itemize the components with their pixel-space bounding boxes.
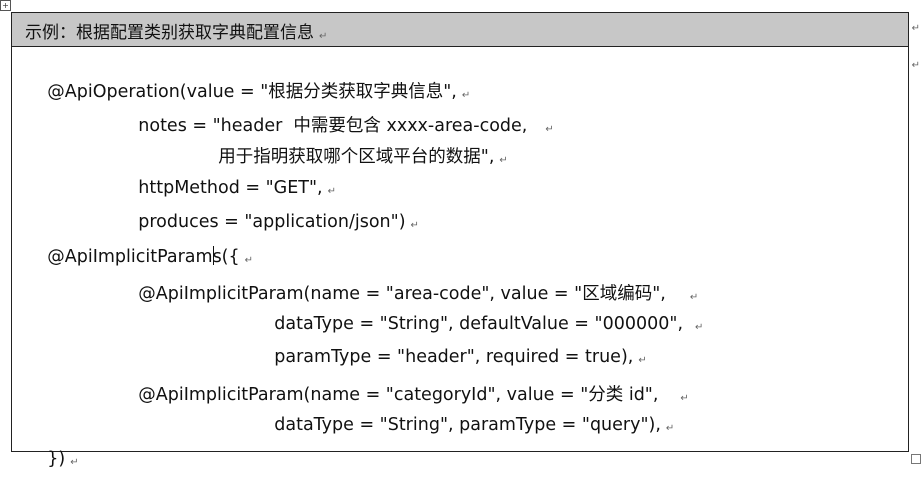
code-text: @ApiImplicitParam <box>47 247 213 267</box>
paragraph-mark-icon: ↵ <box>499 155 508 166</box>
paragraph-mark-icon: ↵ <box>70 457 79 468</box>
paragraph-mark-icon: ↵ <box>244 255 254 266</box>
code-text: @ApiOperation(value = "根据分类获取字典信息", <box>47 82 457 102</box>
code-line-8: dataType = "String", defaultValue = "000… <box>252 294 703 354</box>
paragraph-mark-icon: ↵ <box>461 90 471 101</box>
code-example-table: 示例：根据配置类别获取字典配置信息 ↵ @ApiOperation(value =… <box>11 12 909 469</box>
code-text: produces = "application/json") <box>138 212 406 232</box>
code-line-7: @ApiImplicitParam(name = "area-code", va… <box>116 260 698 325</box>
code-line-5: produces = "application/json") ↵ <box>116 192 419 252</box>
code-text: dataType = "String", defaultValue = "000… <box>274 314 684 334</box>
code-line-3: 用于指明获取哪个区域平台的数据", ↵ <box>196 123 508 188</box>
paragraph-mark-icon: ↵ <box>327 186 336 197</box>
table-resize-handle[interactable] <box>911 454 921 464</box>
code-text: s({ <box>212 247 240 267</box>
code-line-10: @ApiImplicitParam(name = "categoryId", v… <box>116 361 689 426</box>
code-line-12: }) ↵ <box>25 429 79 489</box>
code-line-2: notes = "header 中需要包含 xxxx-area-code, ↵ <box>116 92 554 157</box>
text-cursor <box>212 246 214 265</box>
end-of-row-mark-icon: ↵ <box>911 60 920 71</box>
table-title: 示例：根据配置类别获取字典配置信息 ↵ <box>25 18 327 43</box>
code-text: notes = "header 中需要包含 xxxx-area-code, <box>138 116 528 136</box>
code-text: @ApiImplicitParam(name = "categoryId", v… <box>138 385 659 405</box>
paragraph-mark-icon: ↵ <box>545 124 554 135</box>
code-text: httpMethod = "GET", <box>138 178 323 198</box>
code-text: }) <box>47 449 66 469</box>
table-header: 示例：根据配置类别获取字典配置信息 ↵ <box>12 13 908 47</box>
code-line-9: paramType = "header", required = true), ↵ <box>252 327 647 387</box>
code-text: 用于指明获取哪个区域平台的数据", <box>218 147 495 167</box>
code-line-4: httpMethod = "GET", ↵ <box>116 158 336 218</box>
code-line-11: dataType = "String", paramType = "query"… <box>252 395 674 455</box>
paragraph-mark-icon: ↵ <box>410 220 419 231</box>
code-text: dataType = "String", paramType = "query"… <box>274 415 661 435</box>
table-title-text: 示例：根据配置类别获取字典配置信息 <box>25 23 314 43</box>
code-text: @ApiImplicitParam(name = "area-code", va… <box>138 284 666 304</box>
code-line-1: @ApiOperation(value = "根据分类获取字典信息", ↵ <box>25 58 470 123</box>
paragraph-mark-icon: ↵ <box>695 322 704 333</box>
paragraph-mark-icon: ↵ <box>638 355 647 366</box>
paragraph-mark-icon: ↵ <box>665 423 675 434</box>
paragraph-mark-icon: ↵ <box>689 292 699 303</box>
paragraph-mark-icon: ↵ <box>680 393 689 404</box>
code-text: paramType = "header", required = true), <box>274 347 634 367</box>
paragraph-mark-icon: ↵ <box>319 31 328 42</box>
table-move-handle[interactable]: + <box>0 0 11 11</box>
code-line-6[interactable]: @ApiImplicitParams({ ↵ <box>25 226 253 287</box>
end-of-row-mark-icon: ↵ <box>911 23 920 34</box>
